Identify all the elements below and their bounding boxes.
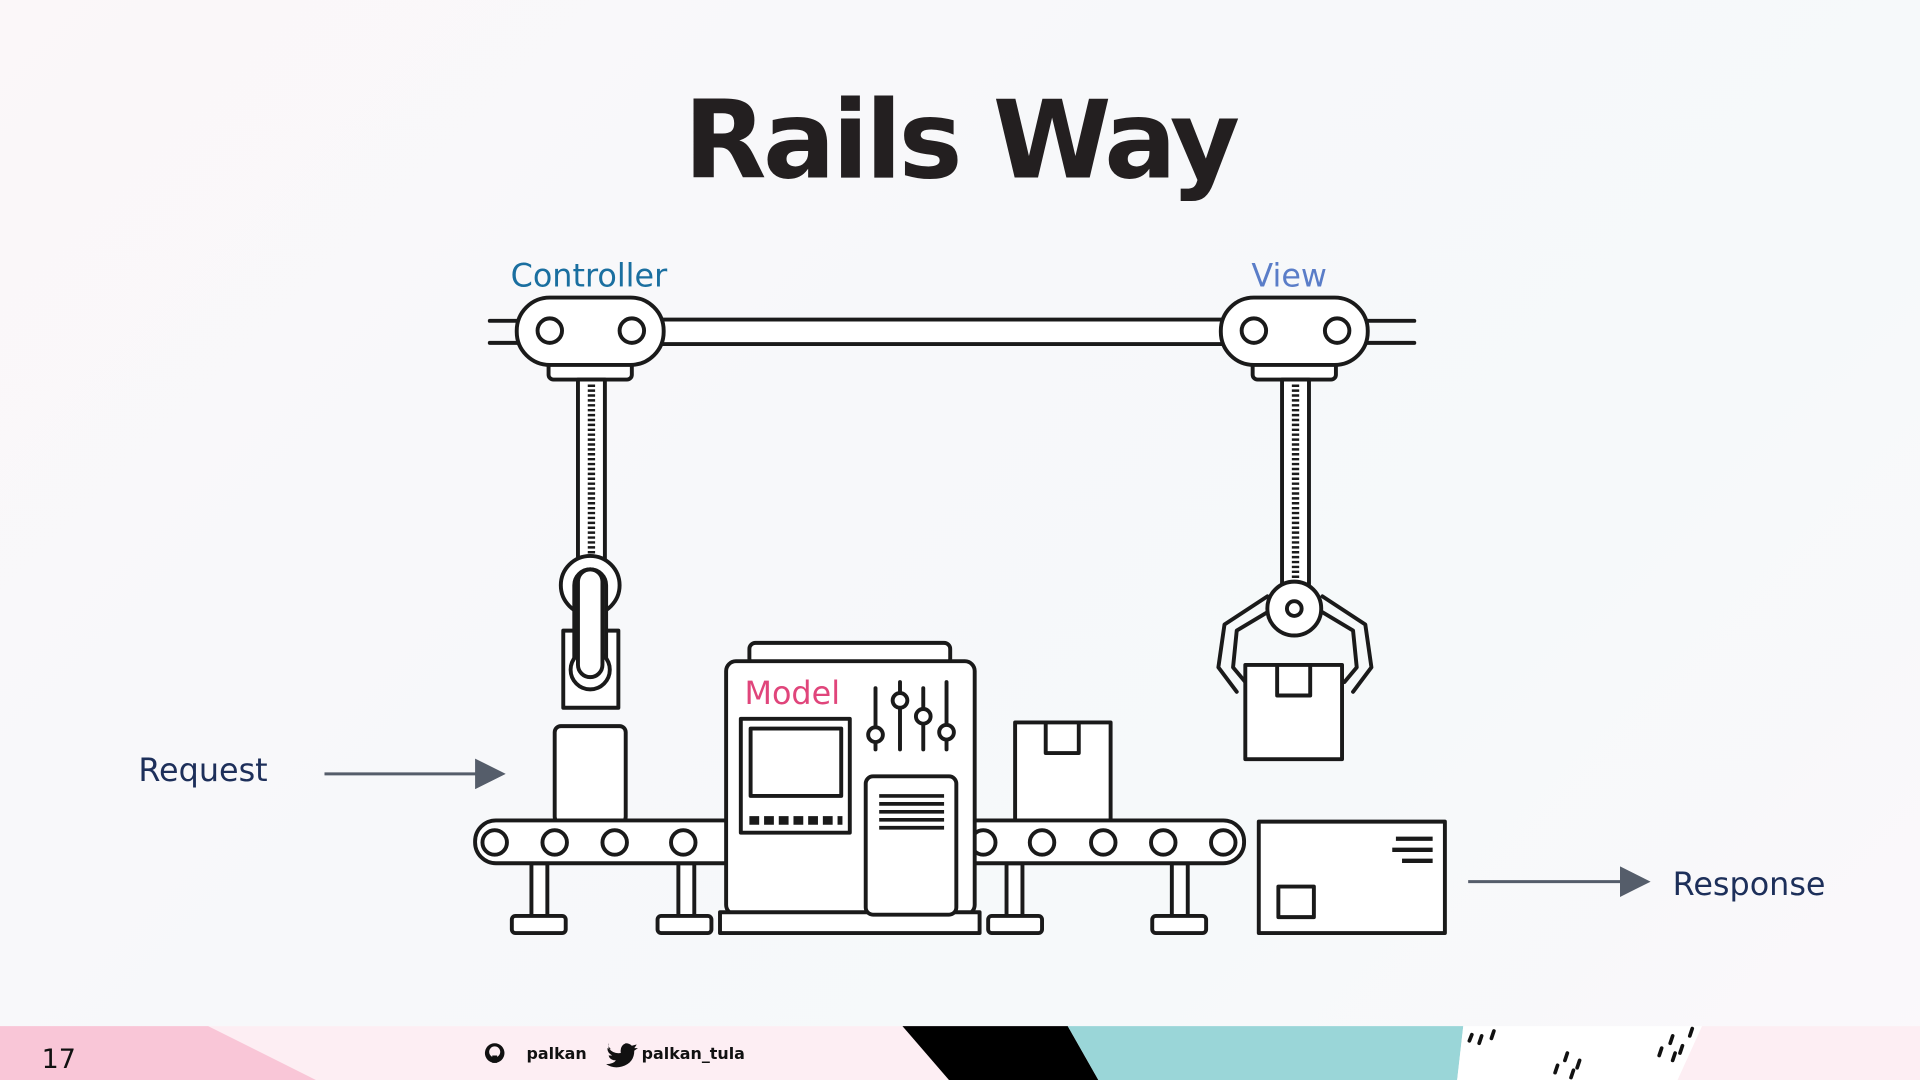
- github-handle[interactable]: palkan: [527, 1044, 587, 1063]
- controller-label: Controller: [511, 257, 668, 295]
- view-robot-claw: [1216, 295, 1374, 762]
- slide-title: Rails Way: [684, 79, 1239, 204]
- request-box: [552, 724, 628, 825]
- response-envelope: [1256, 819, 1447, 936]
- twitter-icon: [606, 1043, 638, 1068]
- right-conveyor: [953, 720, 1247, 936]
- slider-controls: [866, 680, 956, 752]
- decorative-dashes: [1467, 1026, 1695, 1080]
- twitter-handle[interactable]: palkan_tula: [642, 1044, 745, 1063]
- view-label: View: [1251, 257, 1327, 295]
- footer: 17 palkan palkan_tula: [0, 1026, 1920, 1080]
- controller-robot-arm: [514, 295, 666, 710]
- github-icon: [484, 1043, 505, 1063]
- left-conveyor: [473, 724, 747, 936]
- model-label: Model: [744, 674, 840, 712]
- overhead-rail: [487, 317, 1417, 347]
- model-machine: Model: [718, 640, 982, 936]
- response-label: Response: [1673, 865, 1826, 903]
- request-label: Request: [138, 751, 267, 789]
- page-number: 17: [42, 1044, 76, 1075]
